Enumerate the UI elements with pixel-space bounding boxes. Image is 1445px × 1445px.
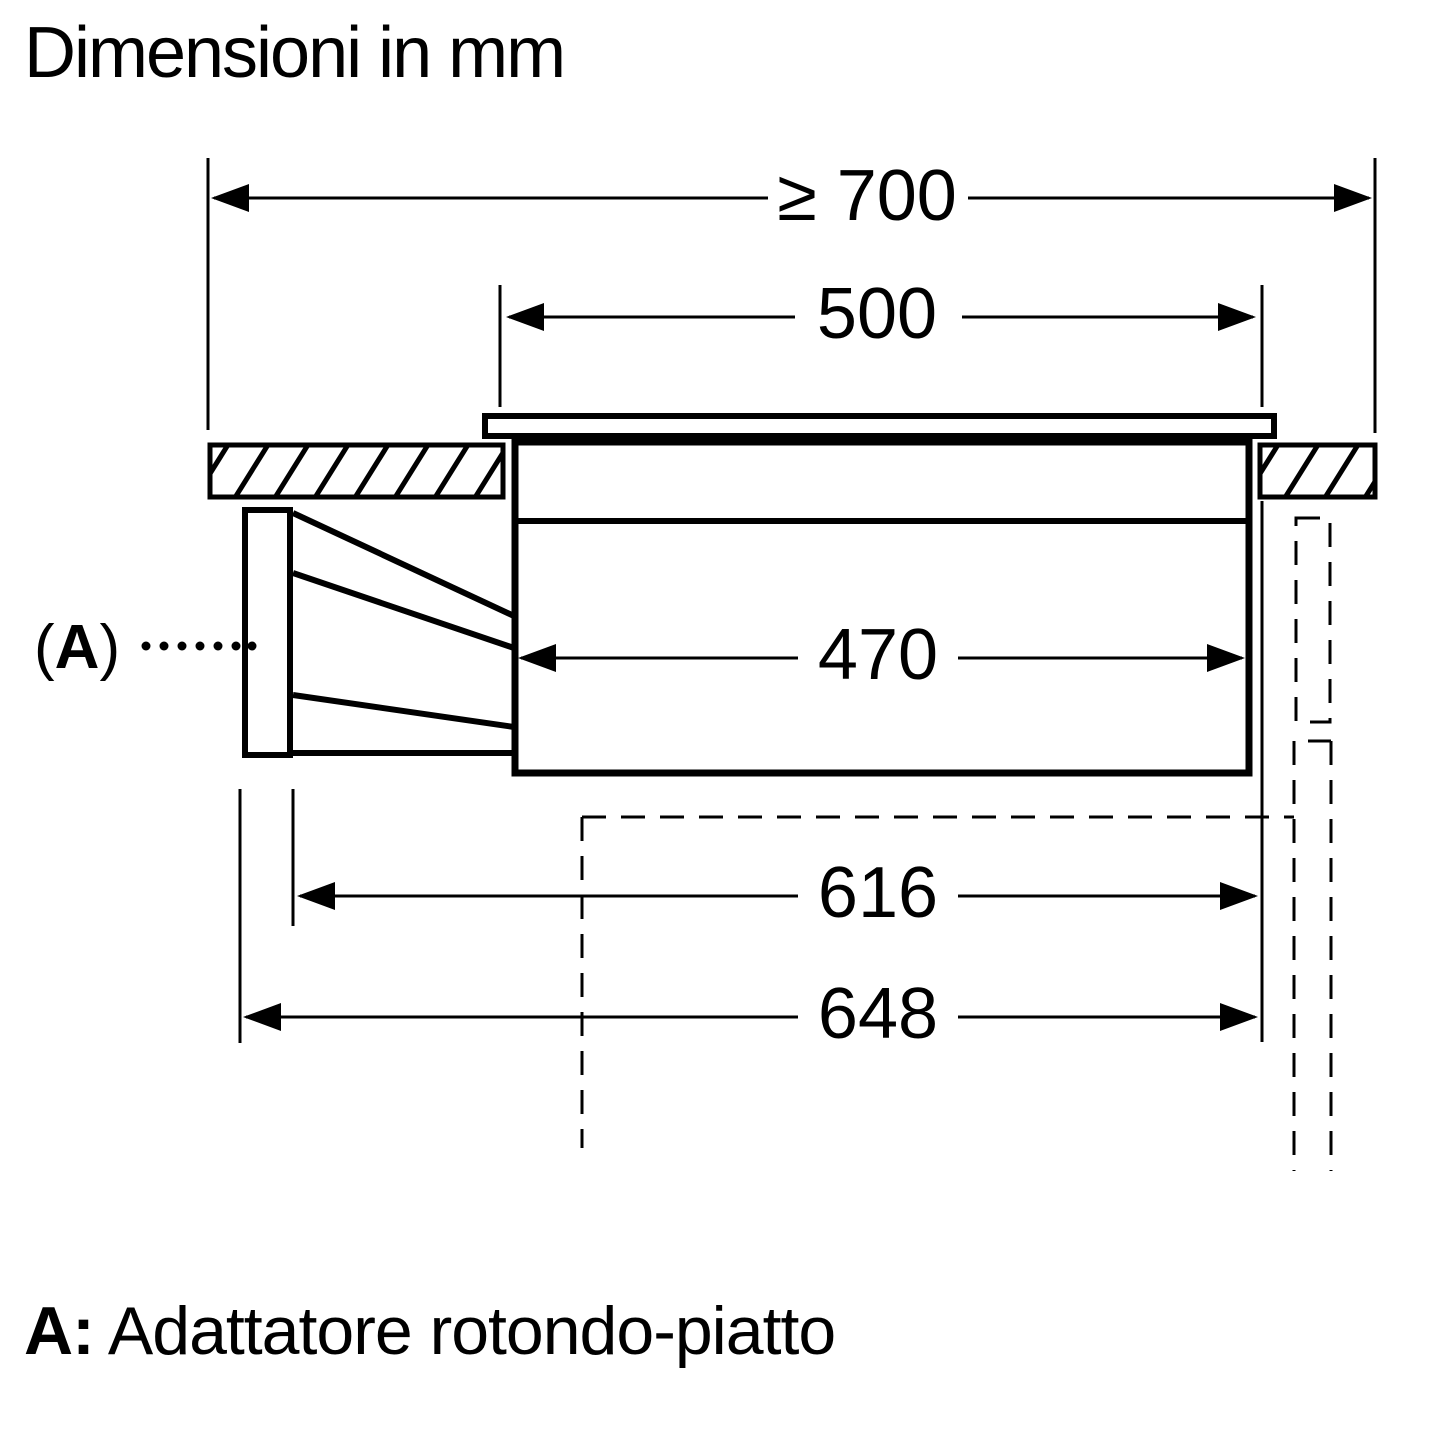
dimension-616: 616	[238, 789, 1258, 1043]
callout-a-letter: A	[54, 613, 100, 682]
clearance-dashed-outline	[580, 815, 1294, 1148]
dimension-500: 500	[498, 274, 1264, 407]
arrowhead-left	[211, 184, 249, 212]
callout-a-close-paren: )	[99, 613, 121, 682]
duct-adapter-spigot	[242, 507, 293, 758]
appliance-box	[511, 438, 1253, 777]
callout-a-dotted-leader	[141, 641, 257, 651]
dimension-648: 648	[243, 974, 1258, 1054]
dimension-700-value: ≥ 700	[777, 156, 957, 236]
arrowhead-right	[1220, 882, 1258, 910]
arrowhead-right	[1207, 644, 1245, 672]
arrowhead-right	[1220, 1003, 1258, 1031]
dimension-470: 470	[518, 615, 1245, 695]
callout-a-open-paren: (	[34, 613, 55, 682]
arrowhead-right	[1218, 303, 1256, 331]
legend-prefix: A:	[24, 1293, 95, 1369]
dimension-616-value: 616	[818, 853, 938, 933]
arrowhead-left	[243, 1003, 281, 1031]
callout-a-label: (A)	[34, 612, 120, 683]
dimension-700: ≥ 700	[206, 156, 1377, 433]
dimension-500-value: 500	[817, 274, 937, 354]
duct-dashed-upper	[1294, 516, 1332, 724]
page-title: Dimensioni in mm	[24, 13, 566, 93]
hob-glass-plate	[482, 413, 1277, 439]
dimension-648-value: 648	[818, 974, 938, 1054]
worktop-right-hatching	[1261, 446, 1374, 496]
legend-adapter: A: Adattatore rotondo-piatto	[24, 1292, 836, 1370]
arrowhead-left	[297, 882, 335, 910]
dimension-470-value: 470	[818, 615, 938, 695]
duct-dashed-lower	[1292, 739, 1333, 1171]
adapter-funnel	[291, 510, 516, 756]
arrowhead-left	[506, 303, 544, 331]
arrowhead-left	[518, 644, 556, 672]
worktop-right-section	[1257, 442, 1378, 500]
worktop-left-section	[207, 442, 506, 500]
arrowhead-right	[1334, 184, 1372, 212]
legend-text: Adattatore rotondo-piatto	[93, 1293, 836, 1369]
worktop-left-hatching	[211, 446, 502, 496]
